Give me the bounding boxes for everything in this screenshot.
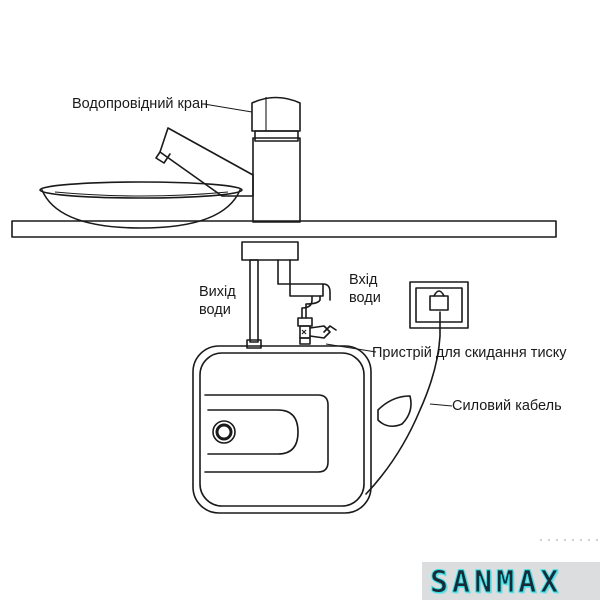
water-heater xyxy=(192,345,372,514)
outlet-fitting xyxy=(246,339,262,349)
label-outlet-line1: Вихід xyxy=(199,284,236,300)
faucet xyxy=(155,96,301,223)
label-outlet-line2: води xyxy=(199,302,231,318)
brand-logo: SANMAX SANMAX xyxy=(422,562,600,600)
pressure-relief-valve xyxy=(297,317,337,345)
label-faucet: Водопровідний кран xyxy=(72,96,208,112)
wall-socket xyxy=(409,281,469,329)
brand-logo-text: SANMAX xyxy=(430,565,562,600)
thermostat-knob xyxy=(212,420,236,444)
under-counter-fittings xyxy=(241,241,331,343)
countertop xyxy=(11,220,557,238)
cable-grommet xyxy=(377,395,412,428)
svg-text:SANMAX: SANMAX xyxy=(432,567,564,600)
label-power-cable: Силовий кабель xyxy=(452,398,562,414)
power-cable xyxy=(365,311,441,495)
label-inlet-line2: води xyxy=(349,290,381,306)
sink-bowl xyxy=(39,181,243,229)
label-inlet-line1: Вхід xyxy=(349,272,378,288)
label-pressure-valve: Пристрій для скидання тиску xyxy=(372,345,567,361)
